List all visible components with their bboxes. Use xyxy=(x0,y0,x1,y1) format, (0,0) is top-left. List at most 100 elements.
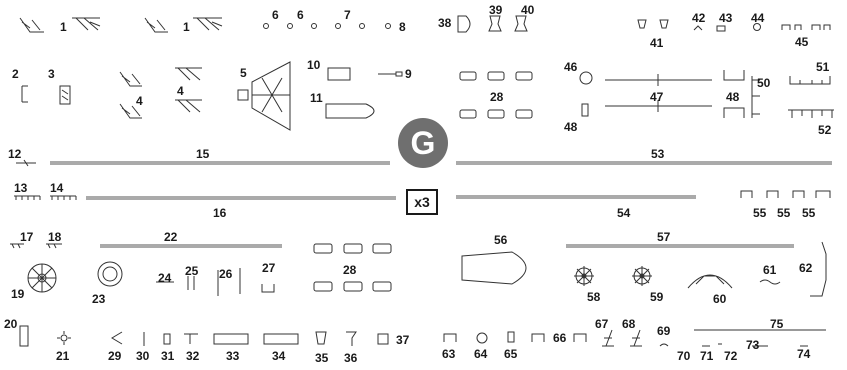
part-60-shape xyxy=(687,274,733,289)
part-29-shape xyxy=(111,331,123,345)
part-35-shape xyxy=(315,331,327,345)
part-62-shape xyxy=(810,241,827,297)
part-67-shape xyxy=(602,329,614,347)
part-number: 17 xyxy=(20,230,34,244)
part-70-74-shape xyxy=(702,343,808,347)
part-number: 56 xyxy=(494,233,508,247)
part-number: 21 xyxy=(56,349,70,363)
part-number: 55 xyxy=(777,206,791,220)
part-22-shape xyxy=(100,244,282,248)
part-21-shape xyxy=(57,331,71,345)
part-number: 70 xyxy=(677,349,691,363)
part-number: 28 xyxy=(490,90,504,104)
part-number: 20 xyxy=(4,317,18,331)
part-number: 59 xyxy=(650,290,664,304)
part-40-shape xyxy=(514,15,528,32)
part-48b-shape xyxy=(723,70,745,118)
part-50-shape xyxy=(751,76,760,118)
part-26-shape xyxy=(217,268,241,296)
part-17-shape xyxy=(10,243,24,249)
part-number: 4 xyxy=(177,84,184,98)
part-number: 25 xyxy=(185,264,199,278)
part-59-shape xyxy=(632,266,652,286)
part-11-shape xyxy=(325,103,375,119)
part-number: 9 xyxy=(405,67,412,81)
part-45-shape xyxy=(781,24,831,30)
part-number: 28 xyxy=(343,263,357,277)
part-number: 60 xyxy=(713,292,727,306)
part-1a-shape xyxy=(19,17,101,33)
part-20-shape xyxy=(19,325,29,347)
part-41-shape xyxy=(637,19,669,29)
multiplier-box: x3 xyxy=(406,189,438,215)
part-number: 41 xyxy=(650,36,664,50)
part-number: 62 xyxy=(799,261,813,275)
part-46-shape xyxy=(579,71,593,85)
part-number: 30 xyxy=(136,349,150,363)
part-38-shape xyxy=(457,15,471,33)
part-32-shape xyxy=(184,333,198,344)
part-64-shape xyxy=(476,332,488,344)
sprue-letter: G xyxy=(410,125,436,161)
part-16-shape xyxy=(86,196,396,200)
part-number: 65 xyxy=(504,347,518,361)
part-48a-shape xyxy=(581,103,589,117)
part-number: 37 xyxy=(396,333,410,347)
part-number: 66 xyxy=(553,331,567,345)
part-5-shape xyxy=(237,61,291,131)
part-number: 24 xyxy=(158,271,172,285)
part-number: 1 xyxy=(60,20,67,34)
part-44-shape xyxy=(753,23,761,31)
part-number: 27 xyxy=(262,261,276,275)
part-58-shape xyxy=(574,266,594,286)
part-number: 73 xyxy=(746,338,760,352)
part-3-shape xyxy=(59,85,71,105)
part-number: 44 xyxy=(751,11,765,25)
part-number: 55 xyxy=(753,206,767,220)
part-28-lower-shape xyxy=(313,243,392,292)
part-number: 2 xyxy=(12,67,19,81)
part-number: 13 xyxy=(14,181,28,195)
part-number: 14 xyxy=(50,181,64,195)
part-4-shape xyxy=(119,67,202,119)
part-number: 71 xyxy=(700,349,714,363)
part-number: 47 xyxy=(650,90,664,104)
part-number: 48 xyxy=(726,90,740,104)
part-number: 16 xyxy=(213,206,227,220)
part-number: 40 xyxy=(521,3,535,17)
part-10-shape xyxy=(327,67,351,81)
part-19-shape xyxy=(27,263,57,293)
part-68-shape xyxy=(630,329,642,347)
part-23-shape xyxy=(97,261,123,287)
part-65-shape xyxy=(507,331,515,343)
part-57-shape xyxy=(566,244,794,248)
part-63-shape xyxy=(443,333,457,342)
part-number: 43 xyxy=(719,11,733,25)
part-37-shape xyxy=(377,333,389,345)
part-55-shape xyxy=(740,190,831,198)
part-number: 38 xyxy=(438,16,452,30)
part-number: 51 xyxy=(816,60,830,74)
part-number: 72 xyxy=(724,349,738,363)
part-51-shape xyxy=(789,76,831,85)
part-39-shape xyxy=(488,15,502,32)
part-31-shape xyxy=(163,333,171,345)
part-number: 18 xyxy=(48,230,62,244)
part-36-shape xyxy=(346,331,357,346)
part-33-shape xyxy=(213,333,249,345)
part-number: 33 xyxy=(226,349,240,363)
part-number: 58 xyxy=(587,290,601,304)
small-pins-shape xyxy=(263,23,391,29)
sprue-letter-badge: G xyxy=(398,118,448,168)
part-53-shape xyxy=(456,161,832,165)
part-number: 50 xyxy=(757,76,771,90)
part-number: 39 xyxy=(489,3,503,17)
part-1b-shape xyxy=(144,17,223,33)
part-52-shape xyxy=(788,109,834,118)
part-number: 35 xyxy=(315,351,329,365)
part-69-shape xyxy=(659,343,669,347)
part-number: 15 xyxy=(196,147,210,161)
part-13-14-shape xyxy=(14,195,77,200)
part-number: 12 xyxy=(8,147,22,161)
